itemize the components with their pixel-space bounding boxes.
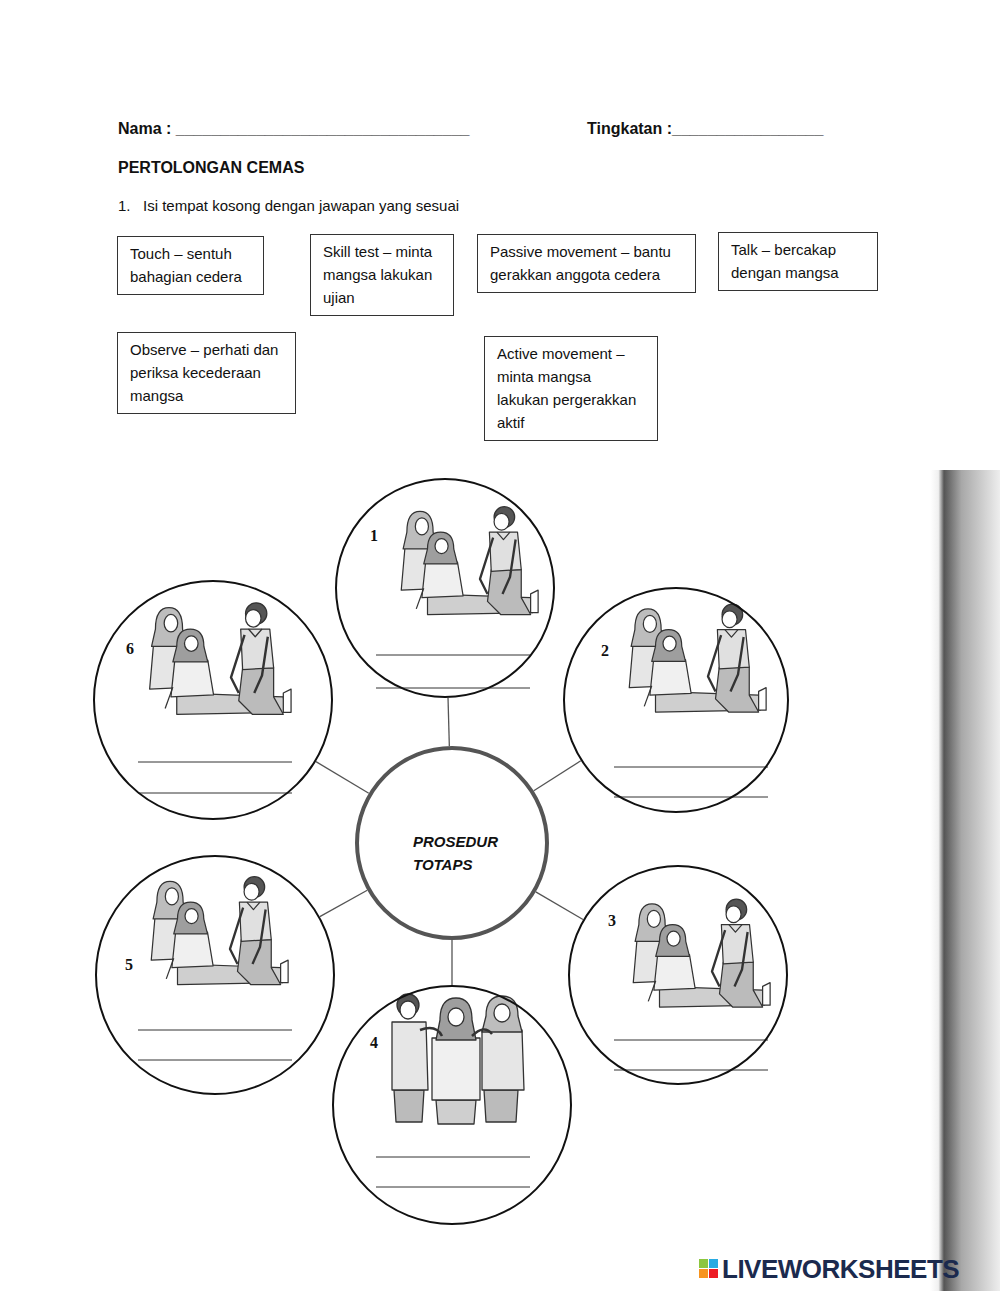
step-circle: 3 (568, 865, 788, 1085)
option-box: Passive movement – bantu gerakkan anggot… (477, 234, 696, 293)
circle-outline (336, 479, 554, 697)
step-number: 3 (608, 912, 616, 930)
option-box: Skill test – minta mangsa lakukan ujian (310, 234, 454, 316)
option-box: Active movement – minta mangsa lakukan p… (484, 336, 658, 441)
step-number: 6 (126, 640, 134, 658)
name-field: Nama : _________________________________ (118, 120, 469, 138)
option-box: Observe – perhati dan periksa kecederaan… (117, 332, 296, 414)
step-circle: 1 (335, 478, 555, 698)
circle-outline (563, 587, 789, 813)
option-text: Skill test – minta mangsa lakukan ujian (323, 240, 441, 309)
step-circle: 4 (332, 985, 572, 1225)
connector-line (534, 761, 581, 791)
step-number: 5 (125, 956, 133, 974)
circle-outline (357, 748, 547, 938)
circle-outline (564, 588, 788, 812)
circle-outline (96, 856, 334, 1094)
center-title: PROSEDUR TOTAPS (413, 830, 513, 876)
answer-blank-lines (138, 655, 768, 1187)
watermark: LIVEWORKSHEETS (722, 1254, 959, 1285)
form-field: Tingkatan :_________________ (587, 120, 823, 138)
connector-line (316, 762, 369, 794)
option-box: Talk – bercakap dengan mangsa (718, 232, 878, 291)
circle-outline (332, 985, 572, 1225)
connector-line (451, 940, 452, 985)
option-text: Talk – bercakap dengan mangsa (731, 238, 865, 284)
connector-line (448, 698, 449, 746)
circle-outline (335, 478, 555, 698)
connector-line (320, 890, 367, 916)
circle-outline (94, 581, 332, 819)
step-circle: 2 (563, 587, 789, 813)
step-circle: 5 (95, 855, 335, 1095)
option-text: Touch – sentuh bahagian cedera (130, 242, 251, 288)
instruction: 1. Isi tempat kosong dengan jawapan yang… (118, 197, 459, 214)
option-text: Observe – perhati dan periksa kecederaan… (130, 338, 283, 407)
worksheet-title: PERTOLONGAN CEMAS (118, 159, 304, 177)
connector-line (536, 892, 583, 920)
option-box: Touch – sentuh bahagian cedera (117, 236, 264, 295)
circle-outline (333, 986, 571, 1224)
watermark-icon (699, 1259, 718, 1278)
option-text: Passive movement – bantu gerakkan anggot… (490, 240, 683, 286)
option-text: Active movement – minta mangsa lakukan p… (497, 342, 645, 434)
circle-outline (568, 865, 788, 1085)
circle-outline (93, 580, 333, 820)
circle-outline (569, 866, 787, 1084)
step-number: 4 (370, 1034, 378, 1052)
page-edge-shadow (930, 470, 1000, 1291)
circle-outline (95, 855, 335, 1095)
step-circle: 6 (93, 580, 333, 820)
step-number: 1 (370, 527, 378, 545)
step-number: 2 (601, 642, 609, 660)
center-circle: PROSEDUR TOTAPS (355, 746, 549, 940)
